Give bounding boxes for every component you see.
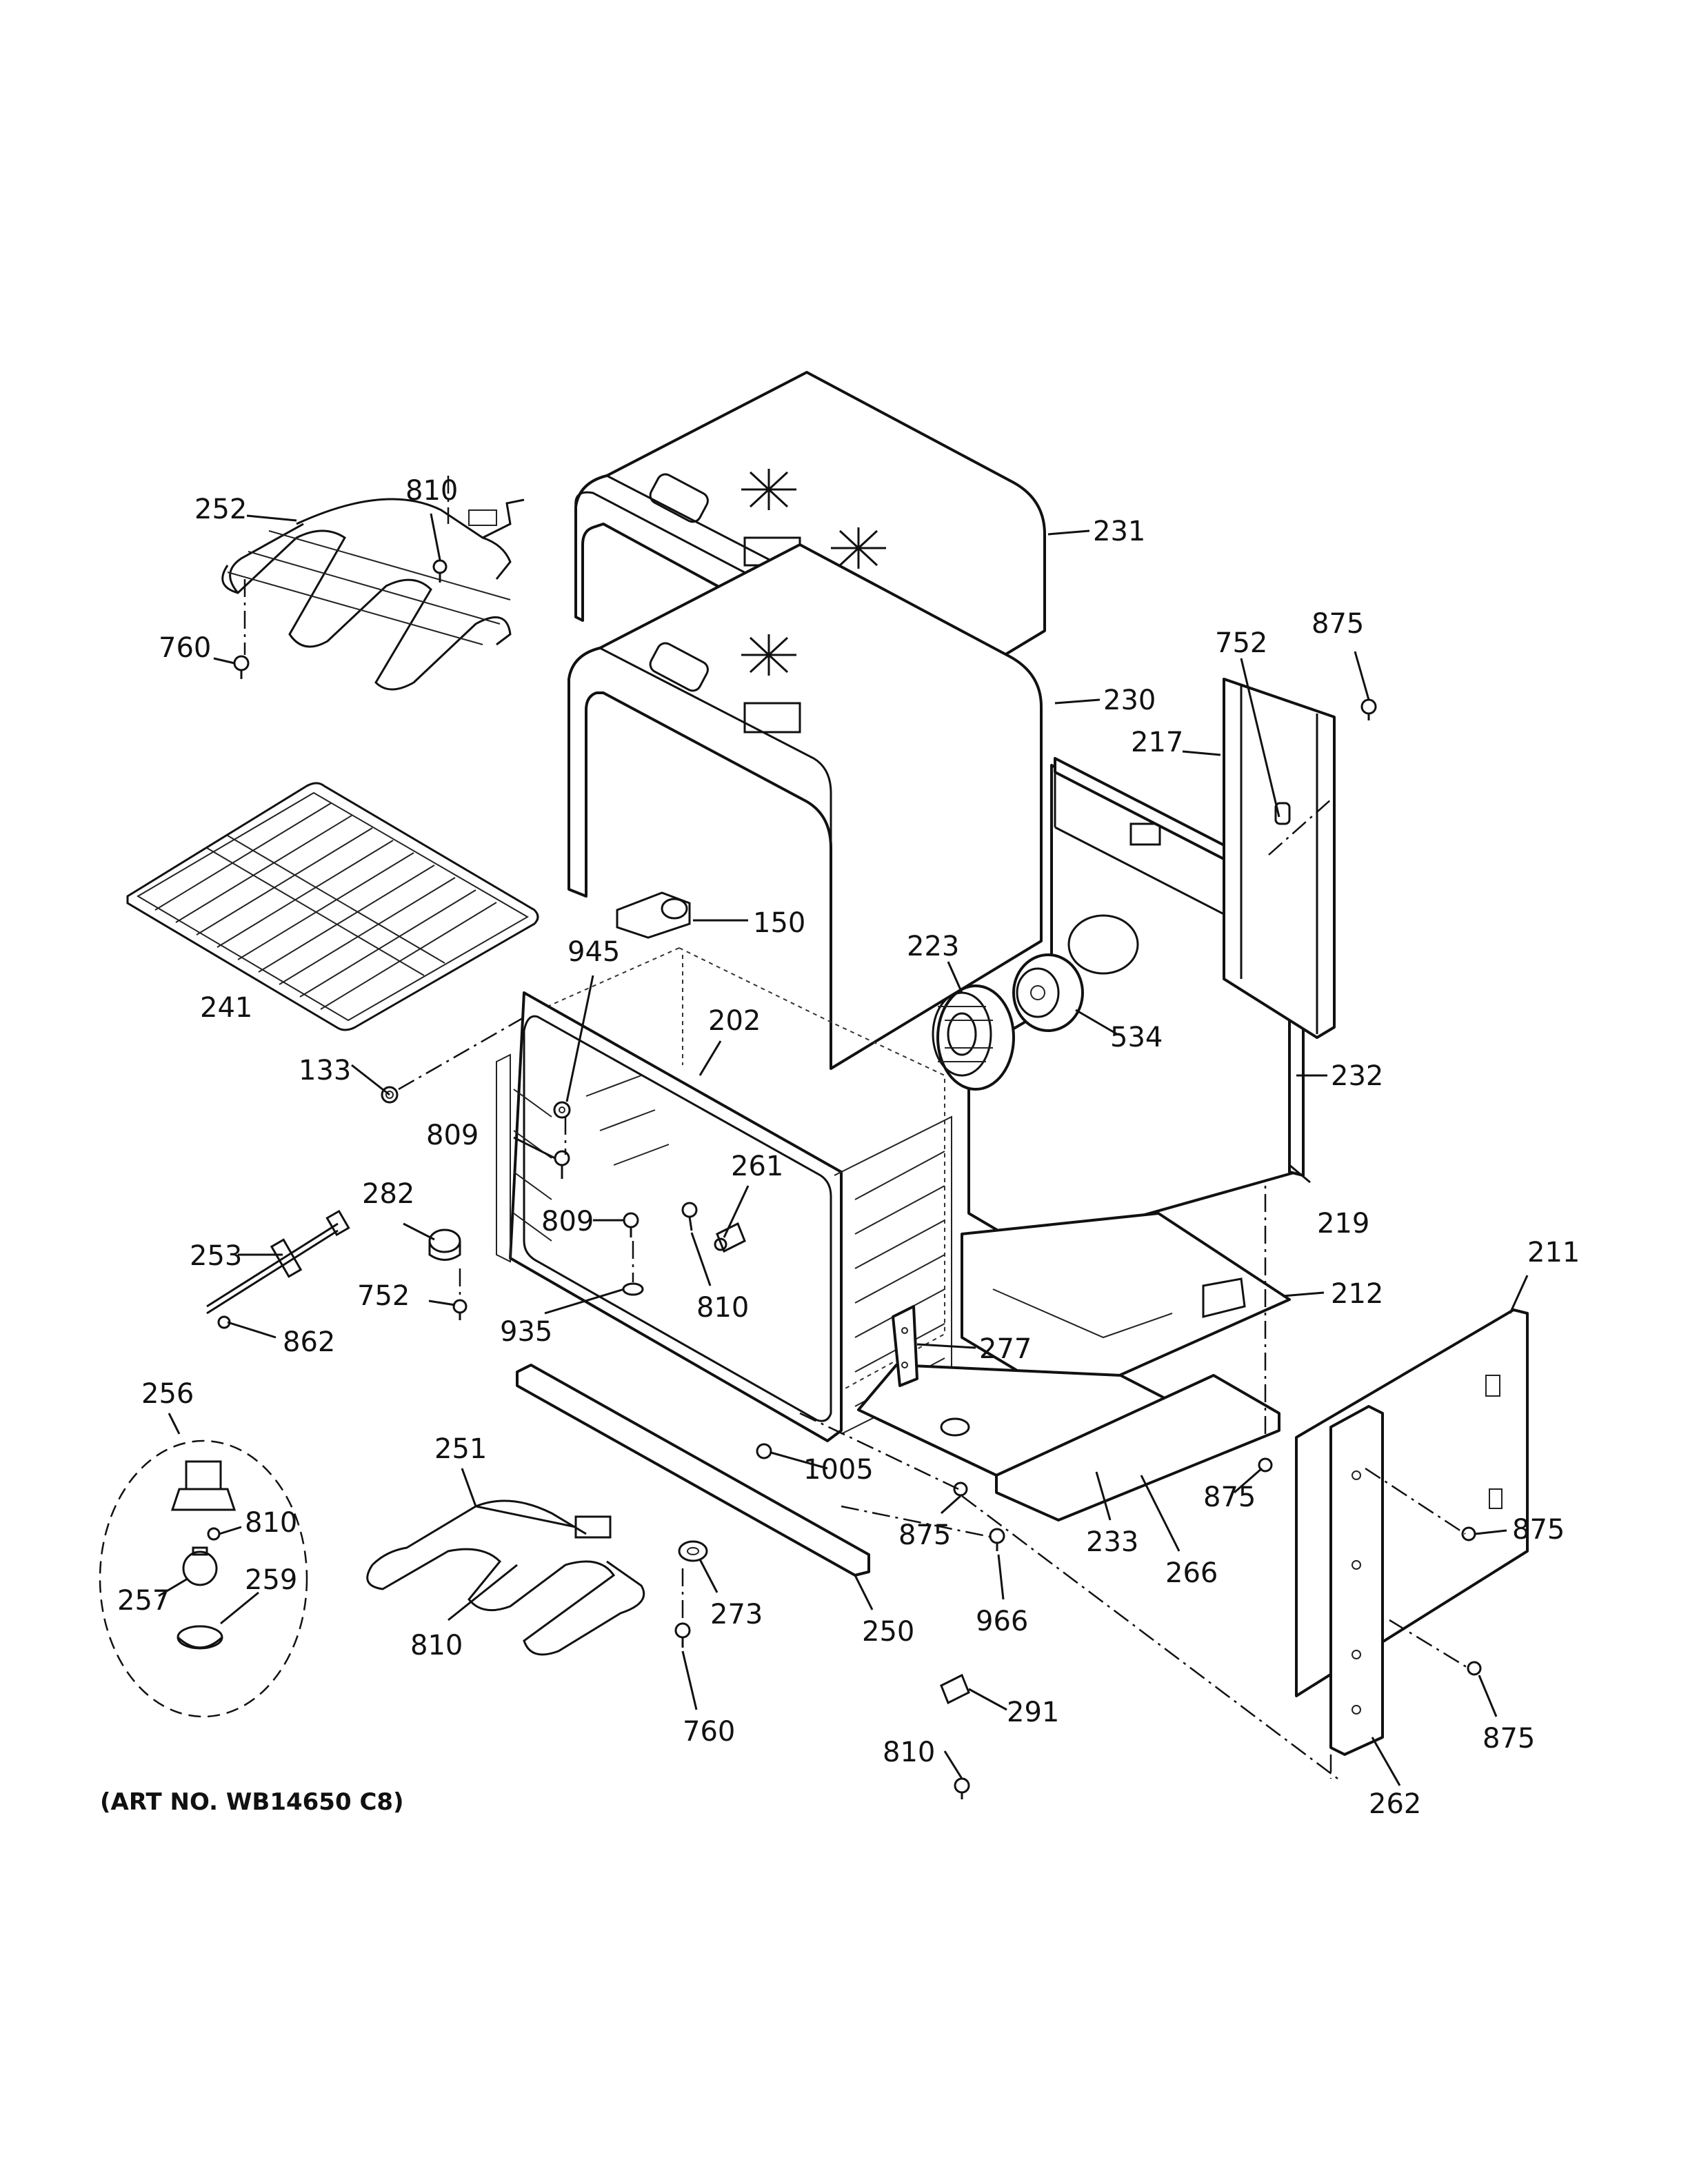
bottom-pan-212 [961, 1212, 1291, 1401]
screw-945 [553, 1101, 571, 1119]
callout-875: 875 [1312, 608, 1364, 640]
latch-261 [714, 1222, 746, 1253]
callout-291: 291 [1007, 1697, 1059, 1728]
callout-233: 233 [1086, 1526, 1138, 1558]
callout-875: 875 [1203, 1482, 1256, 1513]
fan-motor-534 [1012, 953, 1084, 1032]
alignment-lines [564, 799, 1469, 1779]
callout-273: 273 [710, 1599, 763, 1630]
duct-217 [1223, 678, 1336, 1039]
screw-760-top [233, 655, 250, 679]
callout-202: 202 [708, 1005, 761, 1037]
fastener-273 [678, 1540, 708, 1562]
callout-810: 810 [696, 1292, 749, 1324]
broil-element-252 [221, 498, 525, 691]
callout-862: 862 [283, 1326, 335, 1358]
door-trim-250 [516, 1364, 870, 1577]
callout-760: 760 [159, 632, 211, 664]
callout-752: 752 [357, 1280, 410, 1312]
screw-875-bot [1467, 1661, 1482, 1676]
bake-element-251 [366, 1499, 645, 1656]
callout-809: 809 [541, 1206, 594, 1237]
callout-935: 935 [500, 1316, 552, 1348]
callout-534: 534 [1110, 1022, 1163, 1053]
callout-262: 262 [1369, 1788, 1421, 1820]
callout-752: 752 [1215, 627, 1267, 659]
callout-875: 875 [898, 1519, 951, 1551]
screw-133 [381, 1086, 399, 1104]
callout-810: 810 [410, 1630, 463, 1661]
screw-810-top [432, 559, 448, 583]
screw-810-bot [954, 1777, 970, 1799]
callout-251: 251 [434, 1433, 487, 1465]
screw-875-rail [953, 1482, 968, 1497]
light-assembly-256 [99, 1439, 308, 1718]
callout-760: 760 [683, 1716, 735, 1748]
callout-277: 277 [979, 1333, 1032, 1365]
light-socket-282 [428, 1228, 461, 1261]
hinge-277 [892, 1305, 918, 1387]
callout-150: 150 [753, 907, 805, 939]
rail-266 [995, 1374, 1280, 1521]
callout-231: 231 [1093, 516, 1145, 547]
callout-252: 252 [194, 494, 247, 525]
callout-810: 810 [405, 475, 458, 507]
callout-259: 259 [245, 1564, 297, 1596]
callout-253: 253 [190, 1240, 242, 1272]
callout-809: 809 [426, 1120, 479, 1151]
callout-261: 261 [731, 1151, 783, 1182]
bracket-262 [1329, 1405, 1384, 1756]
callout-230: 230 [1103, 685, 1156, 716]
screw-752-mid [452, 1299, 468, 1320]
callout-257: 257 [117, 1585, 170, 1617]
callout-250: 250 [862, 1616, 914, 1648]
callout-282: 282 [362, 1178, 414, 1210]
oven-rack-241 [126, 782, 539, 1031]
callout-217: 217 [1131, 727, 1183, 758]
screw-875-pan [1258, 1457, 1273, 1473]
callout-256: 256 [141, 1378, 194, 1410]
callout-219: 219 [1317, 1208, 1369, 1240]
callout-133: 133 [299, 1055, 351, 1086]
bulb-257 [182, 1546, 218, 1586]
callout-232: 232 [1331, 1060, 1383, 1092]
sensor-253 [206, 1209, 350, 1315]
art-number: (ART NO. WB14650 C8) [100, 1788, 404, 1816]
callout-810: 810 [883, 1737, 935, 1768]
screw-966 [989, 1528, 1005, 1551]
clip-1005 [756, 1443, 772, 1459]
callout-945: 945 [567, 936, 620, 968]
screw-875-side [1461, 1526, 1476, 1541]
callout-leaders [158, 513, 1529, 1786]
callout-211: 211 [1527, 1237, 1580, 1268]
convection-fan-223 [932, 984, 1015, 1091]
screw-760-bot [674, 1622, 691, 1648]
screw-810-mid [681, 1202, 698, 1231]
callout-labels: 252 810 760 241 133 231 230 752 875 217 … [117, 475, 1580, 1820]
callout-966: 966 [976, 1606, 1028, 1637]
lens-259 [177, 1625, 223, 1650]
callout-875: 875 [1483, 1723, 1535, 1755]
screw-810-bulb [207, 1527, 221, 1541]
screw-875-top [1360, 698, 1377, 720]
callout-1005: 1005 [803, 1454, 874, 1486]
callout-810: 810 [245, 1507, 297, 1539]
inner-wrapper-230 [567, 543, 1043, 1070]
callout-266: 266 [1165, 1557, 1218, 1589]
callout-241: 241 [200, 992, 252, 1024]
callout-875: 875 [1512, 1514, 1565, 1546]
leader-dash [398, 1012, 532, 1091]
bracket-291 [940, 1673, 970, 1705]
callout-223: 223 [907, 931, 959, 962]
thermostat-150 [616, 891, 691, 939]
callout-212: 212 [1331, 1278, 1383, 1310]
